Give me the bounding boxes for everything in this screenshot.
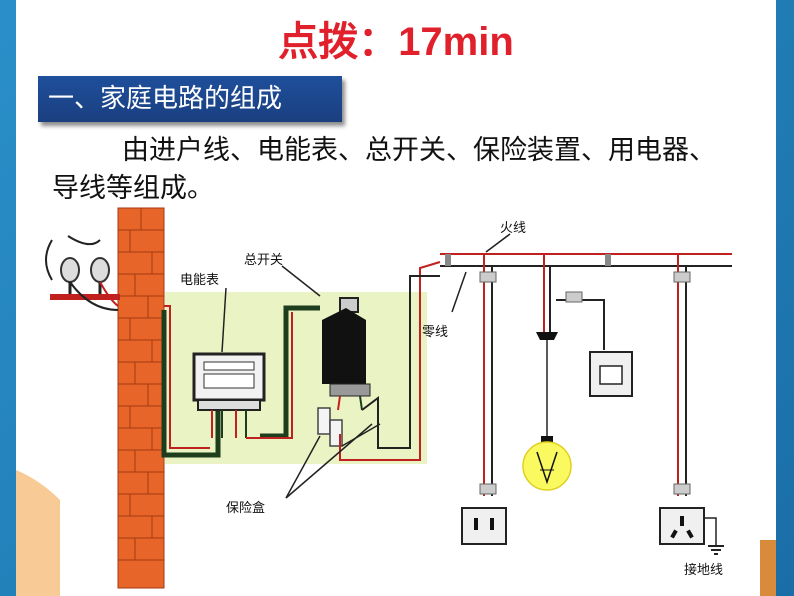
- ground-wire-label: 接地线: [684, 562, 723, 578]
- service-entrance-insulators: [45, 235, 120, 311]
- title-time: 17min: [398, 20, 514, 64]
- light-bulb-icon: [522, 436, 572, 491]
- live-leader-line: [485, 233, 511, 253]
- outlet-branch-1: [479, 254, 497, 496]
- meter-to-switch-wire: [260, 305, 320, 439]
- service-wire-red: [164, 305, 210, 449]
- title-prefix: 点拨：: [278, 19, 399, 65]
- main-switch-label: 总开关: [244, 253, 283, 268]
- description-text: 由进户线、电能表、总开关、保险装置、用电器、导线等组成。: [52, 135, 716, 204]
- switch-to-neutral-wire: [361, 275, 440, 449]
- wall-switch-icon: [589, 351, 633, 397]
- slide-canvas: 点拨：17min 一、家庭电路的组成 由进户线、电能表、总开关、保险装置、用电器…: [16, 0, 776, 596]
- meter-leader-line: [221, 287, 227, 353]
- section-header: 一、家庭电路的组成: [38, 76, 342, 122]
- main-switch-icon: [322, 297, 371, 411]
- live-wire-label: 火线: [500, 221, 526, 236]
- lamp-branch: [536, 254, 605, 436]
- fuse-leader-line-2: [285, 435, 321, 499]
- slide-title: 点拨：17min: [16, 14, 776, 70]
- switch-leader-line: [281, 265, 321, 297]
- bottom-left-decoration: [16, 470, 60, 596]
- meter-icon: [192, 352, 266, 438]
- fuse-box-label: 保险盒: [226, 500, 265, 516]
- household-circuit-diagram: 电能表 总开关 保险盒 火线 零线: [16, 207, 776, 596]
- meter-label: 电能表: [180, 273, 219, 288]
- fuse-leader-line-1: [341, 423, 381, 447]
- three-pin-outlet-icon: [659, 507, 705, 545]
- ground-symbol-icon: [704, 517, 724, 555]
- section-title: 一、家庭电路的组成: [48, 84, 283, 114]
- bottom-right-decoration: [760, 540, 776, 596]
- neutral-wire-label: 零线: [422, 325, 448, 340]
- meter-to-switch-wire-red: [246, 312, 293, 439]
- neutral-leader-line: [451, 271, 467, 313]
- service-wire-dark: [161, 310, 221, 458]
- two-pin-outlet-icon: [461, 507, 507, 545]
- brick-wall: [117, 207, 165, 589]
- outlet-branch-2: [673, 254, 691, 496]
- fuse-leader-line-3: [285, 423, 373, 499]
